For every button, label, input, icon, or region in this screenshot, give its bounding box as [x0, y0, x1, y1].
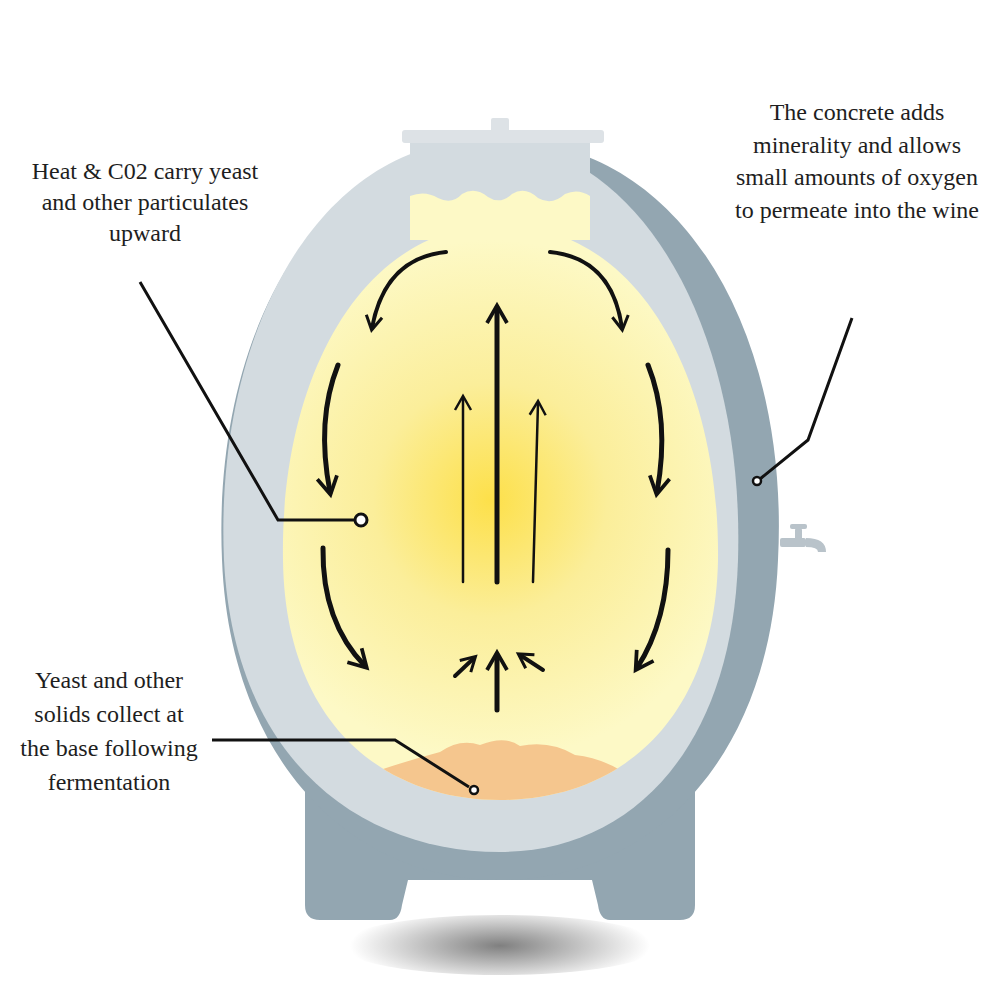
- callout-label: The concrete adds minerality and allows …: [732, 96, 982, 226]
- concrete-shell: [221, 140, 779, 880]
- circulation-arrows: [323, 252, 668, 710]
- lid-knob: [491, 118, 509, 132]
- tap: [780, 524, 826, 552]
- foam-cap: [410, 191, 590, 240]
- wine-cavity: [283, 225, 718, 800]
- leader-dot: [470, 786, 478, 794]
- callout-label: Yeast and other solids collect at the ba…: [18, 663, 200, 799]
- ground-shadow: [340, 915, 660, 975]
- concrete-shell-highlight: [223, 140, 738, 852]
- leader-dot: [355, 514, 367, 526]
- callout-label: Heat & C02 carry yeast and other particu…: [30, 156, 260, 249]
- leader-lines: [140, 282, 852, 787]
- leader-dot: [753, 477, 761, 485]
